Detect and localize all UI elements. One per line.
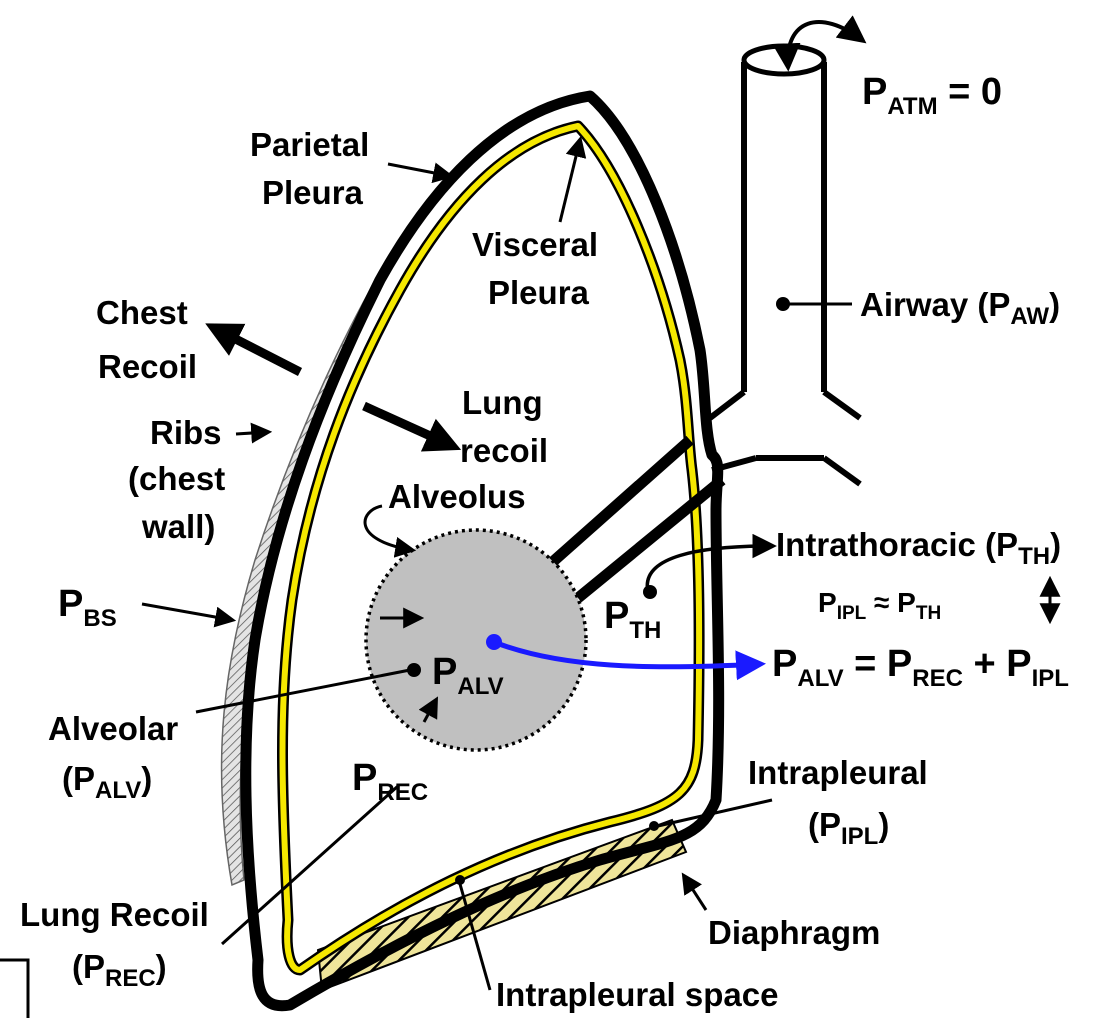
- parietal-label-line2: Pleura: [262, 174, 364, 211]
- intrapleural-label-line2: (PIPL): [808, 806, 889, 850]
- corner-frame: [0, 960, 28, 1018]
- lung-recoil-label-line1: Lung: [462, 384, 543, 421]
- airway-tube: [710, 46, 860, 484]
- pipl-pth-relation: PIPL ≈ PTH: [818, 587, 941, 624]
- intrapleural-label-line1: Intrapleural: [748, 754, 928, 791]
- diaphragm-pointer: [684, 876, 706, 910]
- lung-recoil-arrow: [364, 406, 448, 444]
- alveolus-circle: [366, 530, 586, 750]
- intrathoracic-pointer: [647, 546, 772, 592]
- intrapleural-space-label: Intrapleural space: [496, 976, 778, 1013]
- alveolar-label-line1: Alveolar: [48, 710, 178, 747]
- pbs-pointer: [142, 604, 232, 620]
- alveolus-label: Alveolus: [388, 478, 526, 515]
- diaphragm-shape: [318, 820, 686, 990]
- ribs-label-line1: Ribs: [150, 414, 222, 451]
- alveolar-dot: [407, 663, 421, 677]
- chest-recoil-label-line1: Chest: [96, 294, 188, 331]
- airway-label: Airway (PAW): [860, 286, 1060, 330]
- chest-recoil-label-line2: Recoil: [98, 348, 197, 385]
- parietal-label-line1: Parietal: [250, 126, 369, 163]
- ribs-label-line3: wall): [141, 508, 215, 545]
- ribs-label-line2: (chest: [128, 460, 225, 497]
- prec-label: PREC: [352, 757, 428, 806]
- alveolar-label-line2: (PALV): [62, 760, 152, 804]
- lung-recoil-label-a: Lung Recoil: [20, 896, 209, 933]
- intrapleural-space-dot: [455, 875, 465, 885]
- visceral-label-line1: Visceral: [472, 226, 598, 263]
- parietal-pointer: [388, 164, 450, 176]
- visceral-pointer: [560, 140, 580, 222]
- airway-dot: [776, 297, 790, 311]
- palv-center-dot: [486, 634, 502, 650]
- patm-label: PATM = 0: [862, 71, 1002, 120]
- lung-recoil-label-line2: recoil: [460, 432, 548, 469]
- intrathoracic-label: Intrathoracic (PTH): [776, 526, 1061, 570]
- diaphragm-label: Diaphragm: [708, 914, 880, 951]
- visceral-label-line2: Pleura: [488, 274, 590, 311]
- palv-equation: PALV = PREC + PIPL: [772, 643, 1069, 692]
- lung-recoil-label-b: (PREC): [72, 948, 167, 992]
- chest-recoil-arrow: [218, 330, 300, 372]
- pbs-label: PBS: [58, 583, 117, 632]
- ribs-pointer: [236, 432, 268, 434]
- pth-dot: [643, 585, 657, 599]
- pth-label: PTH: [604, 595, 661, 644]
- intrapleural-dot: [649, 821, 659, 831]
